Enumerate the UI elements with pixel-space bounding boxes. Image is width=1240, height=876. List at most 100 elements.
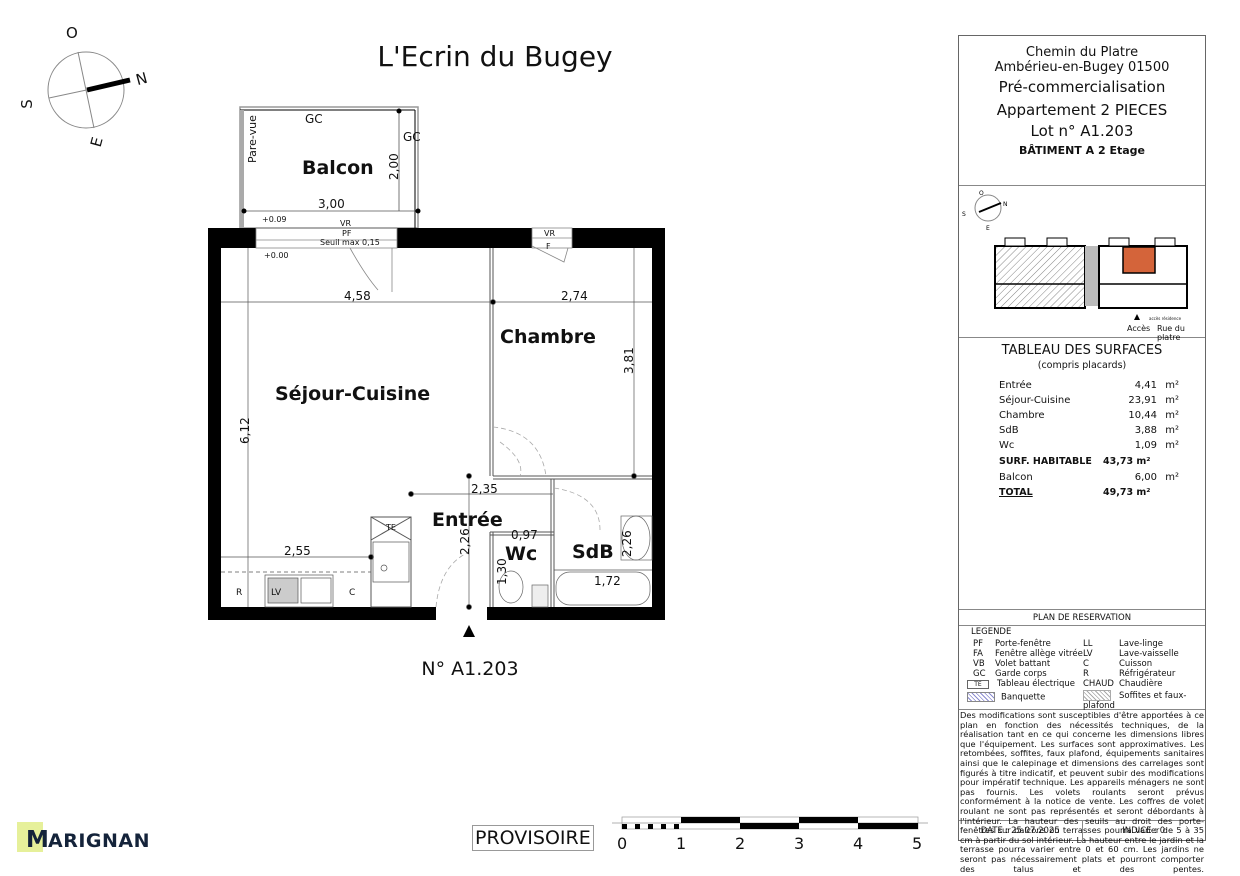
provisional-stamp: PROVISOIRE (472, 825, 594, 851)
lot-number-label: N° A1.203 (421, 658, 519, 680)
privacy-screen-label: Pare-vue (246, 115, 259, 163)
site-plan-drawing: O N S E (962, 190, 1188, 320)
residence-access-label: accès résidence (1149, 316, 1182, 321)
scale-bar (612, 816, 928, 830)
dim-bath-width: 1,72 (594, 574, 621, 588)
building-floor: BÂTIMENT A 2 Etage (1019, 144, 1145, 157)
cooker-label: C (349, 588, 356, 598)
dim-chambre-width: 2,74 (561, 289, 588, 303)
interior-walls (370, 248, 652, 608)
address-line-1: Chemin du Platre (1025, 45, 1139, 60)
level-balcony: +0.09 (262, 215, 287, 224)
logo-mark: M (26, 827, 49, 853)
guardrail-label-side: GC (403, 130, 421, 144)
dim-kitchen-width: 2,55 (284, 544, 311, 558)
project-title: L'Ecrin du Bugey (377, 40, 613, 73)
legend-item: Banquette (967, 692, 1045, 703)
lot-number: Lot n° A1.203 (1030, 122, 1134, 140)
level-interior: +0.00 (264, 251, 289, 260)
scale-tick-2: 2 (735, 834, 746, 853)
address-line-2: Ambérieu-en-Bugey 01500 (994, 60, 1170, 75)
soffit-swatch-icon (1083, 690, 1111, 701)
mini-compass-icon (974, 194, 1002, 222)
dim-chambre-depth: 3,81 (622, 347, 636, 374)
room-label-chambre: Chambre (500, 326, 596, 348)
dim-wc-depth: 1,30 (495, 558, 509, 585)
title-block-header: Chemin du Platre Ambérieu-en-Bugey 01500… (959, 36, 1205, 186)
threshold-label: Seuil max 0,15 (320, 238, 380, 247)
surface-table: TABLEAU DES SURFACES (compris placards) … (959, 338, 1205, 610)
window-label: F (546, 242, 551, 251)
street-label: Rue du platre (1157, 324, 1185, 342)
disclaimer-text: Des modifications sont susceptibles d'êt… (960, 710, 1204, 874)
compass-south-label: S (17, 99, 36, 109)
disclaimer-note: Des modifications sont susceptibles d'êt… (959, 710, 1205, 873)
svg-text:S: S (962, 211, 966, 218)
dim-balcon-depth: 2,00 (387, 153, 401, 180)
room-label-wc: Wc (505, 543, 538, 565)
logo-text: ARIGNAN (48, 830, 151, 852)
dishwasher-label: LV (271, 588, 282, 598)
entrance-arrow-icon (463, 625, 475, 637)
dim-sejour-depth: 6,12 (238, 417, 252, 444)
svg-text:O: O (979, 190, 984, 197)
logo-accent (17, 822, 43, 852)
dim-wc-width: 0,97 (511, 528, 538, 542)
window-frames (255, 227, 573, 292)
electric-panel-symbol-icon: TE (967, 680, 989, 689)
scale-tick-3: 3 (794, 834, 805, 853)
title-block-footer: DATE : 25.07.2025 INDICE : 0 (959, 821, 1205, 842)
kitchen-fixtures (264, 541, 410, 608)
electric-panel-label: TE (386, 523, 396, 532)
plan-revision: INDICE : 0 (1081, 821, 1206, 842)
title-block: Chemin du Platre Ambérieu-en-Bugey 01500… (958, 35, 1206, 873)
compass-west-label: O (66, 24, 78, 42)
status-label: Pré-commercialisation (998, 78, 1166, 96)
room-label-entree: Entrée (432, 509, 503, 531)
svg-text:E: E (986, 225, 990, 232)
legend-title: LEGENDE (971, 627, 1012, 637)
surface-table-title: TABLEAU DES SURFACES (1001, 343, 1163, 358)
dim-balcon-width: 3,00 (318, 197, 345, 211)
room-label-sdb: SdB (572, 541, 614, 563)
guardrail-label-top: GC (305, 112, 323, 126)
scale-tick-4: 4 (853, 834, 864, 853)
dim-sdb-depth: 2,26 (620, 530, 634, 557)
scale-tick-1: 1 (676, 834, 687, 853)
svg-text:N: N (1003, 201, 1008, 208)
roller-shutter-label-2: VR (544, 229, 556, 238)
bathroom-fixtures (498, 515, 653, 608)
compass-rose-icon (47, 51, 131, 129)
banquette-swatch-icon (967, 692, 995, 702)
scale-tick-0: 0 (617, 834, 628, 853)
legend-item: Soffites et faux-plafond (1083, 690, 1187, 711)
dimension-lines (221, 248, 652, 610)
site-plan-thumbnail: O N S E accès résidence Accès Rue du platr… (959, 186, 1205, 342)
marignan-logo: M ARIGNAN (14, 820, 164, 860)
door-swings (435, 426, 601, 608)
fridge-label: R (236, 588, 243, 598)
dim-sejour-width: 4,58 (344, 289, 371, 303)
access-label: Accès (1127, 324, 1151, 333)
dim-entree-depth: 2,26 (458, 528, 472, 555)
surface-table-subtitle: (compris placards) (1037, 360, 1127, 371)
